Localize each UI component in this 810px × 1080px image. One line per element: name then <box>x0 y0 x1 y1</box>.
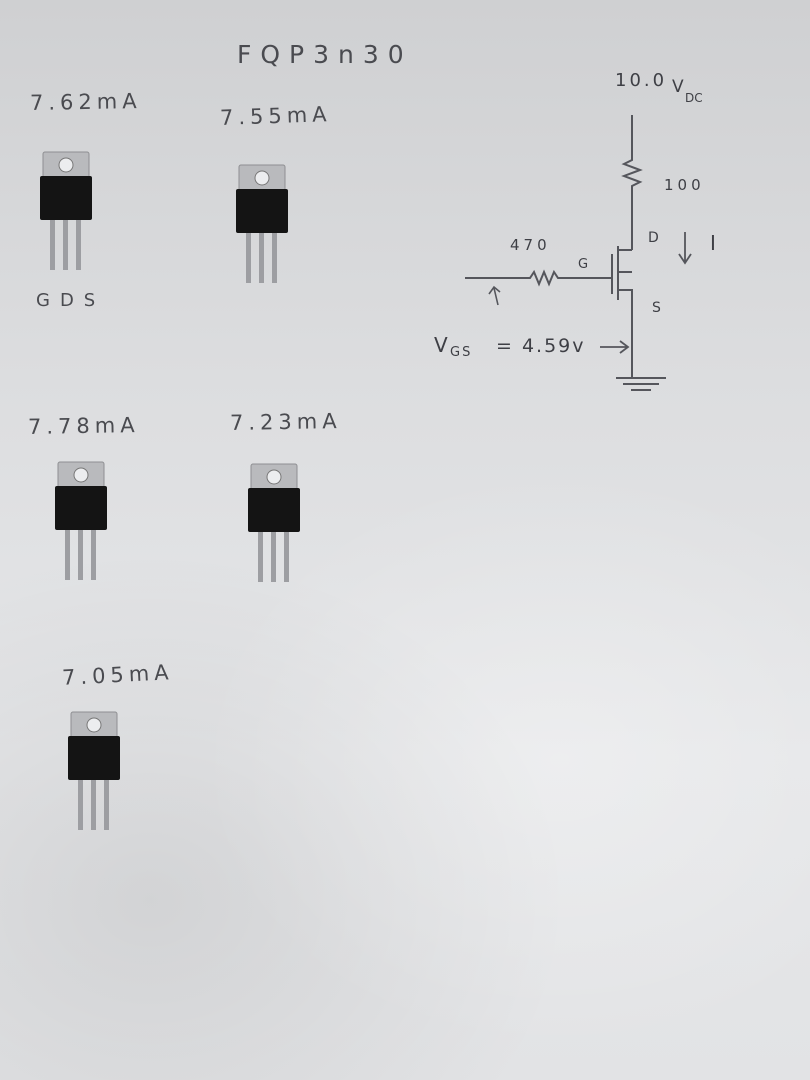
drain-resistor <box>621 115 643 250</box>
current-reading-1: 7.62mA <box>29 89 142 115</box>
current-reading-4: 7.23mA <box>229 409 342 435</box>
transistor-2 <box>232 163 292 288</box>
circuit-schematic: 10.0 V DC 100 D I 470 G S V GS = 4.59v <box>420 60 760 400</box>
part-number-title: FQP3n30 <box>237 40 413 69</box>
vgs-arrow-icon <box>600 340 630 354</box>
vgs-value: = 4.59v <box>496 335 586 357</box>
transistor-5 <box>64 710 124 835</box>
vgs-subscript: GS <box>450 345 472 360</box>
gate-resistor <box>465 269 612 287</box>
source-label: S <box>652 300 661 316</box>
current-arrow-icon <box>678 232 692 265</box>
transistor-3 <box>51 460 111 585</box>
ground-icon <box>616 370 666 391</box>
current-reading-3: 7.78mA <box>27 413 140 439</box>
gate-label: G <box>578 257 588 272</box>
current-label: I <box>710 231 716 255</box>
gate-resistor-label: 470 <box>510 236 551 254</box>
drain-label: D <box>648 230 659 246</box>
drain-resistor-label: 100 <box>664 176 705 194</box>
current-reading-2: 7.55mA <box>219 102 332 130</box>
pin-order-label: GDS <box>36 290 106 311</box>
transistor-4 <box>244 462 304 587</box>
supply-subscript: DC <box>685 91 703 105</box>
supply-voltage-V: V <box>672 77 684 97</box>
supply-voltage-label: 10.0 <box>615 70 667 91</box>
transistor-1 <box>36 150 96 275</box>
gate-arrow-icon <box>488 285 501 306</box>
vgs-label: V <box>434 333 448 357</box>
